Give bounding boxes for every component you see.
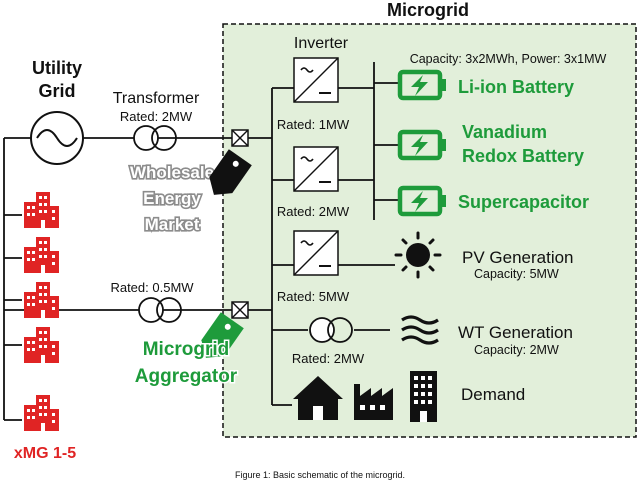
xmg-building-icon — [24, 237, 59, 273]
microgrid-region — [222, 23, 637, 438]
aggregator-line1: Microgrid — [143, 339, 230, 360]
mg-breaker-icon — [231, 301, 249, 319]
xmg-building-icon — [24, 192, 59, 228]
xmg-building-icon — [24, 327, 59, 363]
wind-icon — [401, 315, 439, 345]
microgrid-title: Microgrid — [387, 0, 469, 20]
pv-capacity: Capacity: 5MW — [474, 267, 559, 281]
inverter-2-icon — [293, 146, 339, 192]
breaker-icon — [231, 129, 249, 147]
utility-grid-label-line2: Grid — [38, 81, 75, 101]
vanadium-battery-label-line1: Vanadium — [462, 122, 547, 142]
transformer-rating: Rated: 2MW — [120, 109, 193, 124]
inverter-label: Inverter — [294, 35, 349, 52]
sun-icon — [394, 231, 442, 279]
li-ion-battery-label: Li-ion Battery — [458, 77, 574, 97]
sine-wave-icon — [36, 129, 78, 147]
factory-icon — [354, 384, 393, 420]
demand-label: Demand — [461, 385, 525, 404]
house-icon — [293, 376, 343, 420]
wt-transformer-rating: Rated: 2MW — [292, 351, 365, 366]
transformer-label: Transformer — [113, 90, 200, 107]
wholesale-market-line1: Wholesale — [130, 163, 214, 182]
connection-lines — [3, 62, 398, 421]
xmg-building-icon — [24, 282, 59, 318]
pv-generation-label: PV Generation — [462, 248, 574, 267]
aggregator-tag-icon — [201, 312, 244, 358]
inverter-1-rating: Rated: 1MW — [277, 117, 350, 132]
inverter-2-rating: Rated: 2MW — [277, 204, 350, 219]
office-building-icon — [410, 371, 437, 422]
wholesale-market-line2: Energy — [143, 189, 201, 208]
figure-caption: Figure 1: Basic schematic of the microgr… — [235, 470, 405, 480]
utility-grid-label: Utility — [32, 58, 82, 78]
price-tag-icon — [209, 149, 252, 195]
mg-transformer-rating: Rated: 0.5MW — [110, 280, 194, 295]
aggregator-line2: Aggregator — [135, 366, 238, 387]
inverter-3-rating: Rated: 5MW — [277, 289, 350, 304]
inverter-3-icon — [293, 230, 339, 276]
wt-capacity: Capacity: 2MW — [474, 343, 559, 357]
wt-generation-label: WT Generation — [458, 323, 573, 342]
xmg-building-icon — [24, 395, 59, 431]
wholesale-market-line3: Market — [145, 215, 200, 234]
xmg-label: xMG 1-5 — [14, 445, 76, 462]
supercapacitor-label: Supercapacitor — [458, 192, 589, 212]
storage-capacity: Capacity: 3x2MWh, Power: 3x1MW — [410, 52, 607, 66]
vanadium-battery-label-line2: Redox Battery — [462, 146, 584, 166]
inverter-1-icon — [293, 57, 339, 103]
